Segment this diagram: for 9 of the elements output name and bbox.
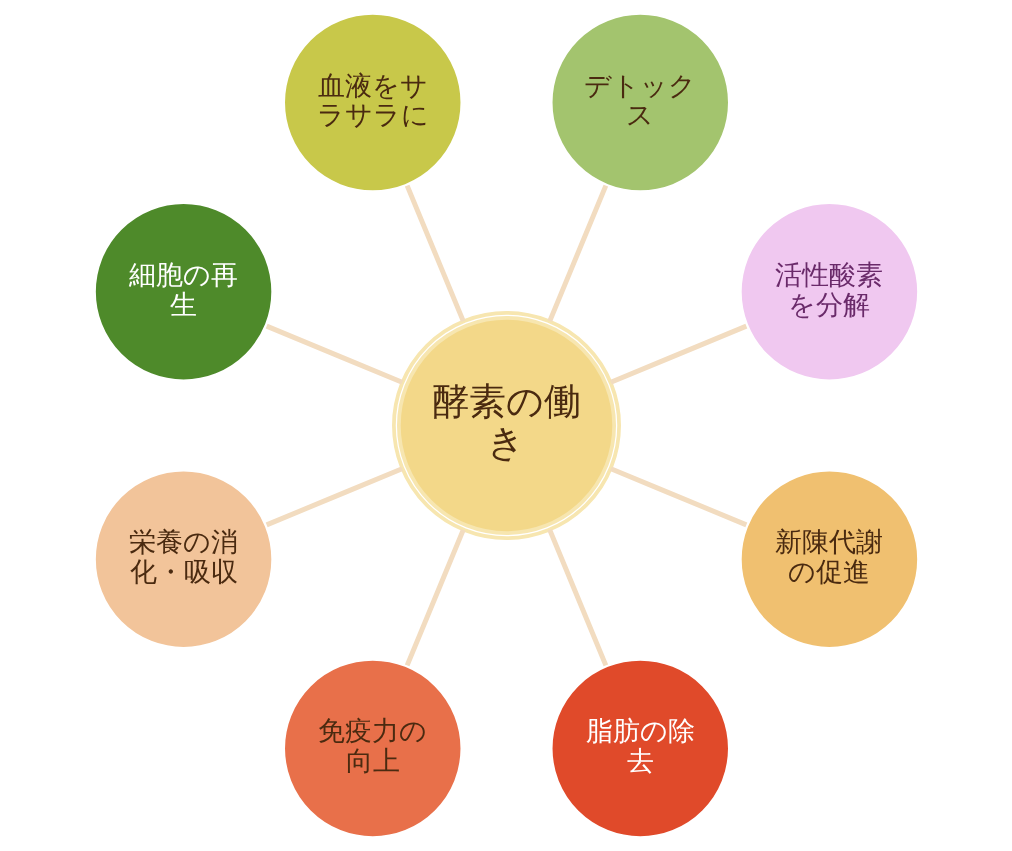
connector bbox=[609, 323, 747, 385]
connector bbox=[546, 528, 608, 667]
connector bbox=[404, 184, 466, 323]
connector bbox=[265, 466, 403, 528]
connector bbox=[609, 466, 747, 528]
connector bbox=[546, 184, 608, 323]
node-circle: 酵素の働き bbox=[391, 311, 621, 540]
connector bbox=[404, 528, 466, 667]
connector bbox=[265, 323, 403, 385]
